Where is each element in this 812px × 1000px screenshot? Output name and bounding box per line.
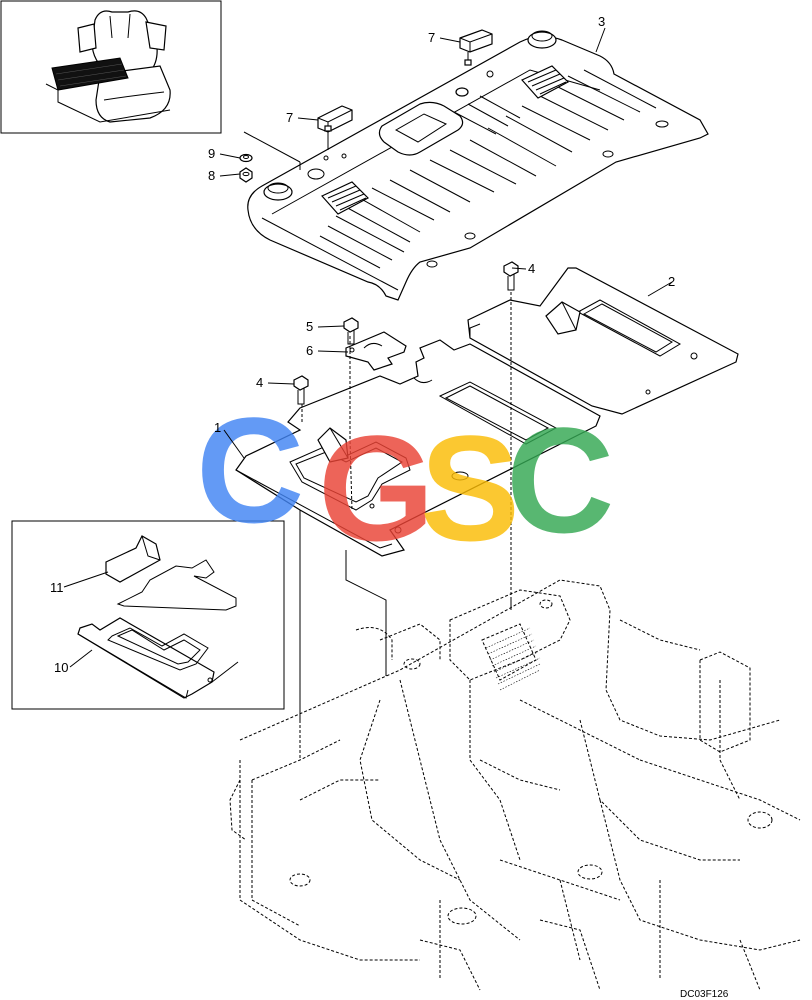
plate-part-2 [467,267,739,415]
watermark-letter-c2: C [506,396,614,564]
clip-part-7-upper [459,29,493,66]
clip-part-7-lower [317,105,353,150]
callout-4-left: 4 [256,375,263,390]
callout-2: 2 [668,274,675,289]
frame-grille [485,627,541,691]
plate-part-6 [345,331,407,371]
callout-6: 6 [306,343,313,358]
callout-7-lower: 7 [286,110,293,125]
bolt-part-4-right [503,261,519,291]
mat-ribs [319,69,657,269]
bolt-part-4-left [293,375,309,405]
leader-lines [63,27,673,668]
mat-grip-left [321,181,369,215]
watermark: C G S C [196,386,614,572]
callout-3: 3 [598,14,605,29]
callout-4-right: 4 [528,261,535,276]
callout-10: 10 [54,660,68,675]
callout-9: 9 [208,146,215,161]
upper-frame-outline [229,579,801,991]
plate-part-1 [235,339,601,557]
callout-11: 11 [50,580,64,595]
seat-inset [0,0,222,134]
bolt-part-5 [343,317,359,345]
watermark-letter-g: G [318,404,435,572]
floor-mat-part-3 [247,30,709,301]
callout-7-upper: 7 [428,30,435,45]
alt-plate-inset [11,520,285,710]
watermark-letter-c1: C [196,386,304,554]
callout-8: 8 [208,168,215,183]
callout-1: 1 [214,420,221,435]
washer-part-9 [239,153,253,163]
mat-grip-right [521,65,569,99]
callout-5: 5 [306,319,313,334]
watermark-letter-s: S [420,404,520,572]
drawing-code: DC03F126 [680,989,729,1000]
nut-part-8 [239,167,253,183]
